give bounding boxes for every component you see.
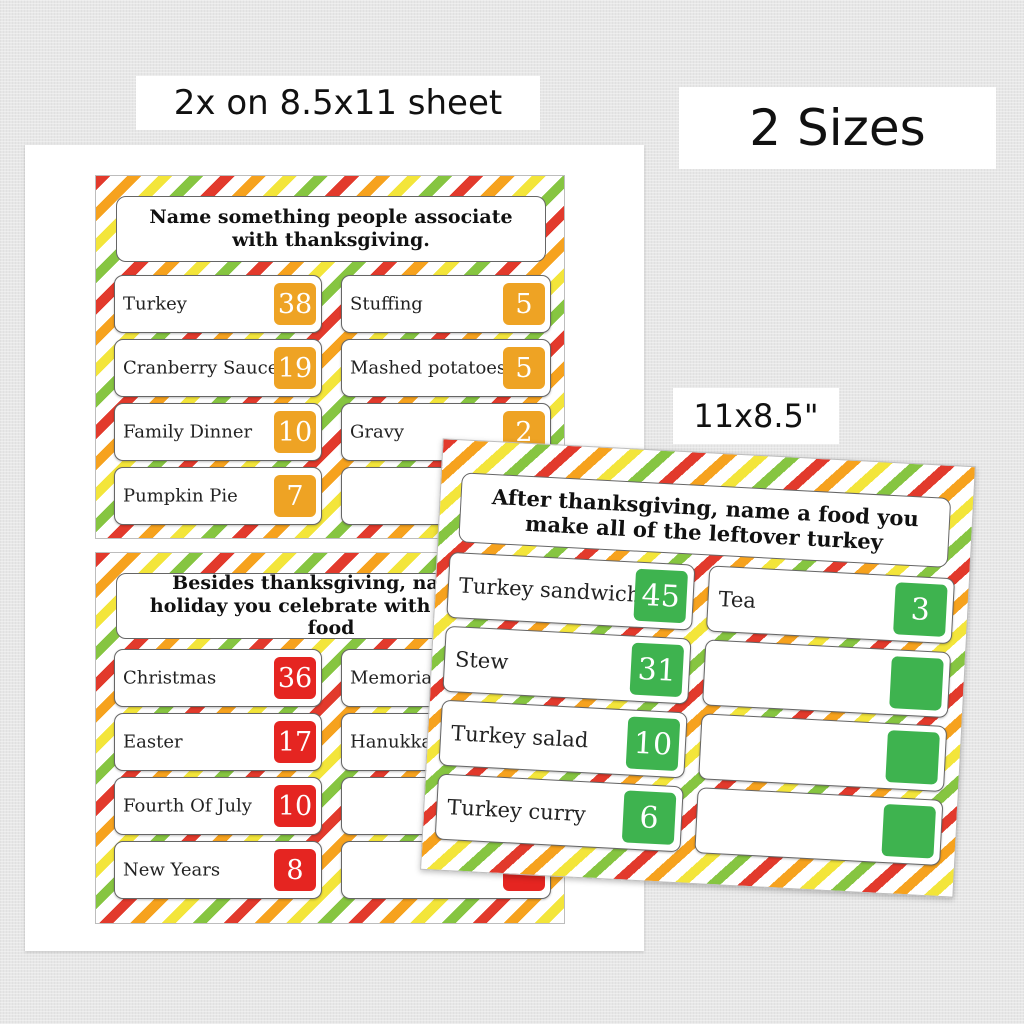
answer-score: 10 (274, 411, 316, 453)
answer-box: Family Dinner 10 (114, 403, 322, 461)
answer-box: Turkey curry 6 (434, 773, 684, 853)
answer-text: Hanukkah (350, 731, 444, 753)
answer-score: 7 (274, 475, 316, 517)
answer-text: Mashed potatoes (350, 357, 507, 379)
answer-score: 6 (621, 790, 677, 845)
answer-box (698, 713, 948, 793)
answer-box: Turkey sandwich 45 (446, 551, 696, 631)
answer-score: 5 (503, 347, 545, 389)
answer-box: Mashed potatoes 5 (341, 339, 551, 397)
answer-score (881, 803, 937, 859)
answer-text: Christmas (123, 667, 217, 689)
answer-text: Turkey (123, 293, 187, 315)
answer-box: Cranberry Sauce 19 (114, 339, 322, 397)
answer-box: Turkey salad 10 (438, 699, 688, 779)
answer-score: 3 (893, 582, 948, 637)
answer-text: Turkey curry (446, 795, 587, 827)
answer-box: Turkey 38 (114, 275, 322, 333)
answer-score: 10 (625, 716, 681, 772)
sizes-label: 2 Sizes (679, 87, 996, 169)
sheet-size-label: 2x on 8.5x11 sheet (136, 76, 540, 130)
answer-text: Cranberry Sauce (123, 357, 279, 379)
answer-box: Pumpkin Pie 7 (114, 467, 322, 525)
answer-text: Fourth Of July (123, 795, 252, 817)
answer-text: Tea (718, 587, 757, 613)
answer-box: Christmas 36 (114, 649, 322, 707)
answer-score (889, 656, 944, 711)
answer-text: New Years (123, 859, 221, 881)
answer-box: Easter 17 (114, 713, 322, 771)
question-text: Name something people associate with tha… (116, 196, 546, 262)
answer-text: Gravy (350, 421, 405, 443)
answer-score: 17 (274, 721, 316, 763)
answer-text: Stew (454, 647, 509, 675)
answer-score: 8 (274, 849, 316, 891)
answer-box: Fourth Of July 10 (114, 777, 322, 835)
question-card-leftover-turkey: After thanksgiving, name a food you make… (420, 438, 976, 898)
landscape-size-label: 11x8.5" (673, 388, 839, 444)
answer-box: Stew 31 (442, 625, 692, 705)
answer-text: Pumpkin Pie (123, 485, 238, 507)
answer-box: Tea 3 (705, 565, 956, 645)
answer-text: Family Dinner (123, 421, 253, 443)
answer-box (702, 639, 952, 719)
answer-text: Stuffing (350, 293, 423, 315)
answer-box (694, 787, 944, 866)
answer-score: 10 (274, 785, 316, 827)
answer-box: New Years 8 (114, 841, 322, 899)
answer-score: 31 (629, 642, 685, 698)
question-text: After thanksgiving, name a food you make… (458, 472, 952, 568)
answer-score: 36 (274, 657, 316, 699)
answer-score: 5 (503, 283, 545, 325)
answer-text: Easter (123, 731, 183, 753)
answer-score: 38 (274, 283, 316, 325)
answer-score (885, 730, 940, 785)
answer-box: Stuffing 5 (341, 275, 551, 333)
answer-score: 45 (633, 568, 689, 624)
answer-score: 19 (274, 347, 316, 389)
answer-text: Turkey salad (450, 721, 589, 753)
answer-text: Turkey sandwich (458, 573, 641, 607)
